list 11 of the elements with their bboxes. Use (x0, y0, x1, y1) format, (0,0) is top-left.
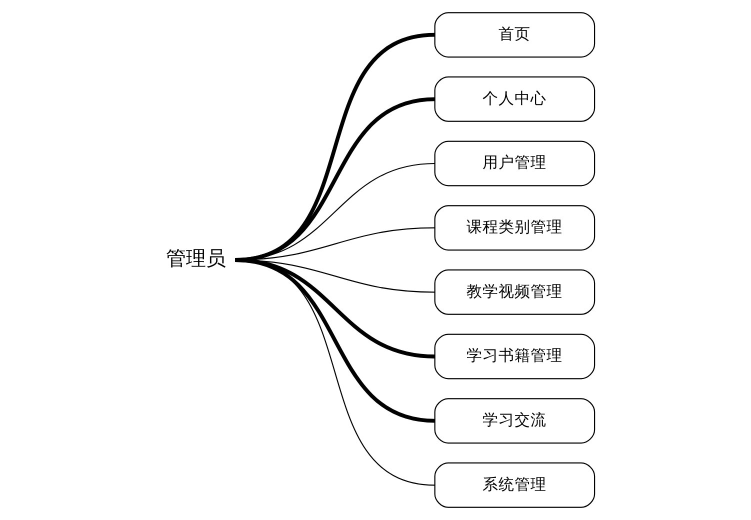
node-box: 首页 (434, 12, 596, 58)
node-box: 学习交流 (434, 398, 596, 444)
node-box: 课程类别管理 (434, 205, 596, 251)
node-box: 学习书籍管理 (434, 334, 596, 380)
node-text: 管理员 (166, 246, 226, 270)
node-box: 教学视频管理 (434, 269, 596, 315)
node-box: 用户管理 (434, 140, 596, 186)
connector (235, 259, 435, 486)
connector (234, 258, 436, 423)
node-box: 个人中心 (434, 76, 596, 122)
node-box: 系统管理 (434, 462, 596, 508)
